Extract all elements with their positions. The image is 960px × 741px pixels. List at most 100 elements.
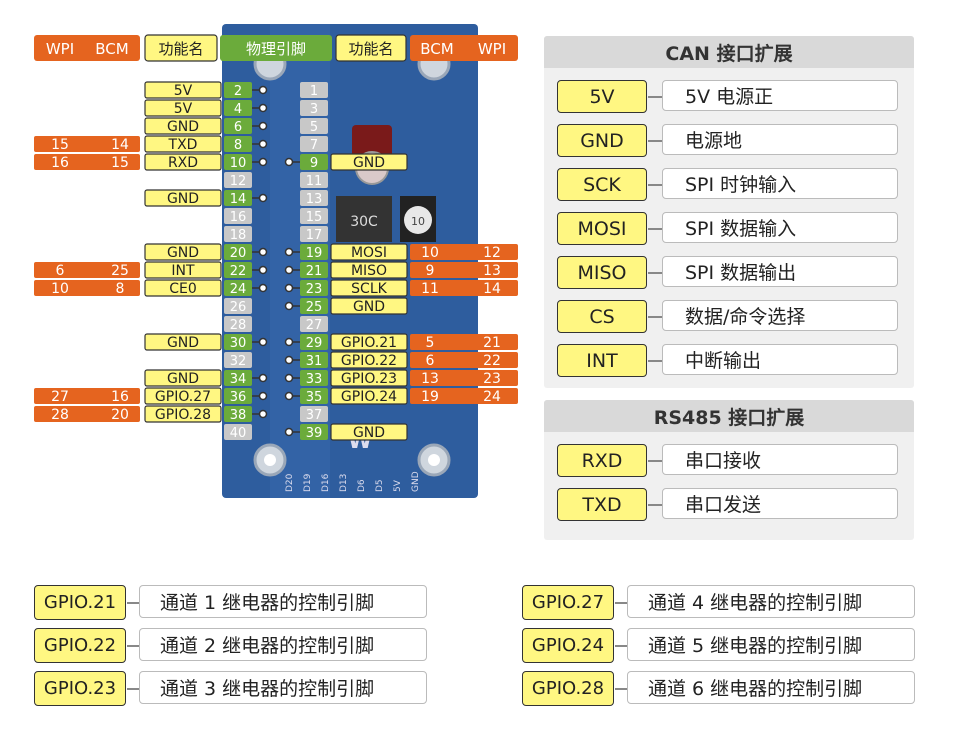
signal-name: MOSI: [557, 212, 647, 245]
pin-func-29-text: GPIO.21: [341, 335, 397, 351]
connector-line: [127, 645, 139, 647]
pin-number-2-text: 2: [234, 84, 242, 99]
pin-bcm-38: 20: [111, 407, 129, 423]
pin-number-8-text: 8: [234, 138, 242, 153]
pin-number-24: 24: [224, 280, 252, 297]
header-bcm-right: BCM: [420, 40, 453, 58]
signal-description: 5V 电源正: [662, 80, 898, 111]
pin-number-37: 37: [300, 406, 328, 423]
pin-number-4-text: 4: [234, 102, 242, 117]
pin-number-39-text: 39: [306, 426, 323, 441]
gpio-description: 通道 5 继电器的控制引脚: [627, 628, 915, 661]
pin-func-33-text: GPIO.23: [341, 371, 397, 387]
pin-func-21: MISO: [330, 261, 408, 279]
pin-bcm-10: 15: [111, 155, 129, 171]
header-strip: WPI BCM 功能名 物理引脚 功能名 BCM WPI: [34, 34, 518, 62]
gpio-description: 通道 1 继电器的控制引脚: [139, 585, 427, 618]
pin-row-left-40: 40: [224, 424, 252, 441]
gpio-description: 通道 6 继电器的控制引脚: [627, 671, 915, 704]
pin-number-3-text: 3: [310, 102, 318, 117]
pin-func-10-text: RXD: [168, 155, 198, 171]
pin-func-6-text: GND: [167, 119, 199, 135]
pin-func-31-text: GPIO.22: [341, 353, 397, 369]
pin-number-4: 4: [224, 100, 252, 117]
pin-row-left-2: 25V: [144, 81, 268, 99]
pin-wpi-8: 15: [51, 137, 69, 153]
pin-number-7: 7: [300, 136, 328, 153]
pin-func-4: 5V: [144, 99, 222, 117]
connector-line: [648, 316, 662, 318]
pin-number-16-text: 16: [230, 210, 247, 225]
pin-number-17: 17: [300, 226, 328, 243]
pin-row-left-16: 16: [224, 208, 252, 225]
pin-row-right-11: 11: [300, 172, 328, 189]
signal-description: SPI 数据输出: [662, 256, 898, 287]
pin-dot-icon: [284, 247, 294, 257]
pin-wpi-38: 28: [51, 407, 69, 423]
pin-number-17-text: 17: [306, 228, 323, 243]
signal-name: SCK: [557, 168, 647, 201]
gpio-name: GPIO.21: [34, 585, 126, 620]
signal-name: RXD: [557, 444, 647, 477]
pin-row-left-26: 26: [224, 298, 252, 315]
pin-func-29: GPIO.21: [330, 333, 408, 351]
pin-number-15: 15: [300, 208, 328, 225]
pin-row-left-18: 18: [224, 226, 252, 243]
pin-number-35-text: 35: [306, 390, 323, 405]
pin-number-19-text: 19: [306, 246, 323, 261]
pin-bcm-23: 11: [421, 281, 439, 297]
pin-func-30-text: GND: [167, 335, 199, 351]
connector-line: [648, 228, 662, 230]
pin-bcm-8: 14: [111, 137, 129, 153]
pin-wpi-22: 6: [56, 263, 65, 279]
signal-name: TXD: [557, 488, 647, 521]
pin-number-21-text: 21: [306, 264, 323, 279]
connector-line: [648, 504, 662, 506]
chip-marking: 30C: [350, 214, 378, 230]
pin-wpi-21: 13: [483, 263, 501, 279]
signal-name: 5V: [557, 80, 647, 113]
pin-func-8-text: TXD: [168, 137, 198, 153]
pin-func-38-text: GPIO.28: [155, 407, 211, 423]
header-wpi-left: WPI: [46, 40, 74, 58]
pin-wpi-29: 21: [483, 335, 501, 351]
pin-number-31: 31: [300, 352, 328, 369]
pin-number-37-text: 37: [306, 408, 323, 423]
signal-description: SPI 时钟输入: [662, 168, 898, 199]
pin-wpi-23: 14: [483, 281, 501, 297]
pin-number-36-text: 36: [230, 390, 247, 405]
pin-number-1-text: 1: [310, 84, 318, 99]
gpio-name: GPIO.24: [522, 628, 614, 663]
pin-dot-icon: [258, 157, 268, 167]
pin-number-35: 35: [300, 388, 328, 405]
silk-label: D20: [285, 473, 295, 492]
pin-func-10: RXD: [144, 153, 222, 171]
rs485-panel-title: RS485 接口扩展: [544, 400, 914, 432]
pin-func-38: GPIO.28: [144, 405, 222, 423]
header-bcm-left: BCM: [95, 40, 128, 58]
silk-label: D16: [321, 473, 331, 492]
pin-wpi-33: 23: [483, 371, 501, 387]
connector-line: [648, 460, 662, 462]
pin-func-33: GPIO.23: [330, 369, 408, 387]
can-panel-title: CAN 接口扩展: [544, 36, 914, 68]
signal-name: CS: [557, 300, 647, 333]
pin-row-right-7: 7: [300, 136, 328, 153]
pin-number-11-text: 11: [306, 174, 323, 189]
pin-number-19: 19: [300, 244, 328, 261]
pin-number-40-text: 40: [230, 426, 247, 441]
pin-row-left-8: 8 TXD 15 14: [34, 135, 268, 153]
silk-label: 5V: [393, 479, 403, 492]
pin-row-left-4: 4 5V: [144, 99, 268, 117]
silk-label: D19: [303, 473, 313, 492]
pin-number-7-text: 7: [310, 138, 318, 153]
